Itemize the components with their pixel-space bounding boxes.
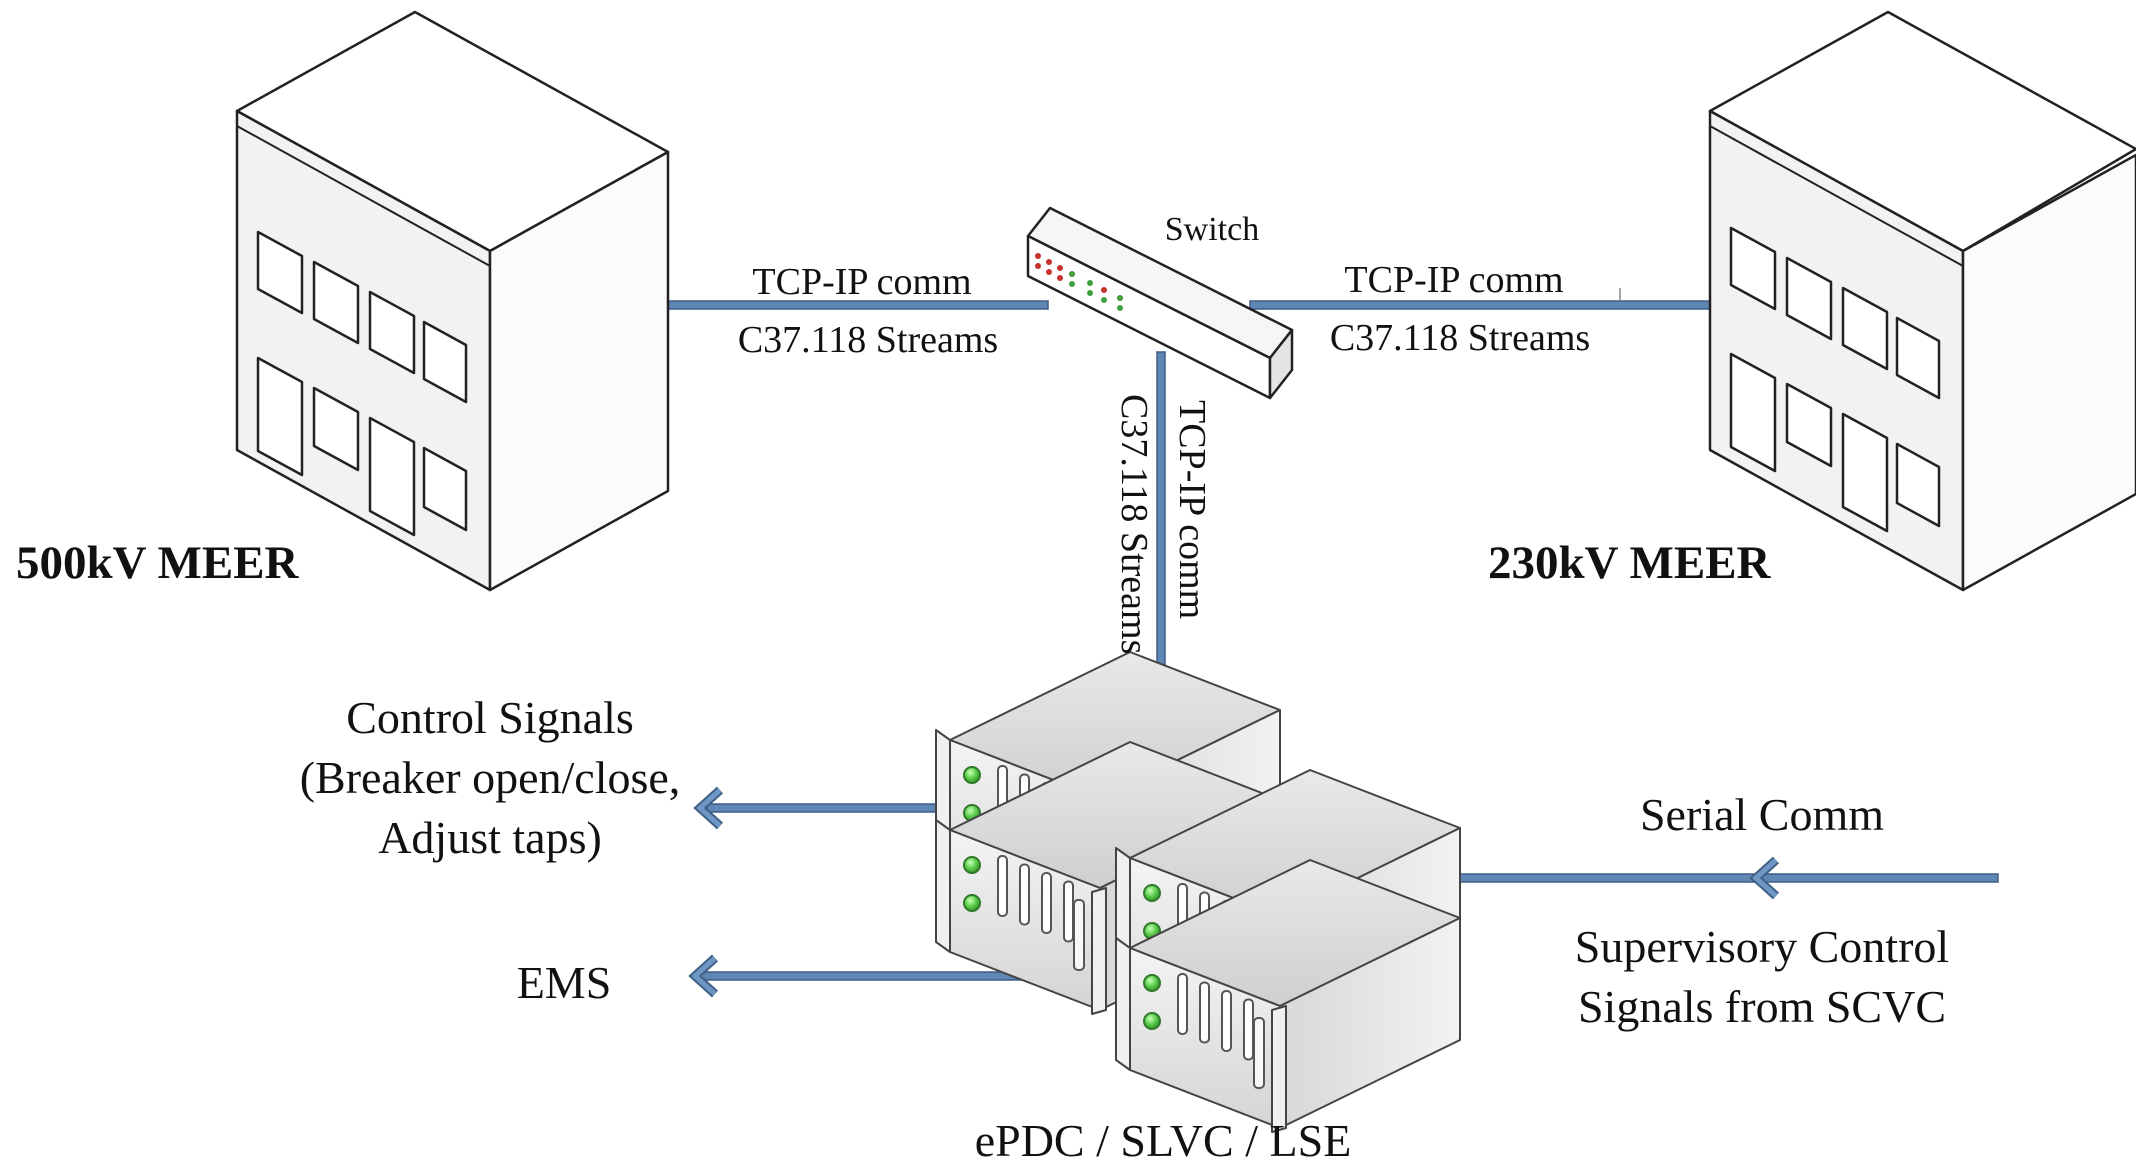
control-signals-line3: Adjust taps) <box>378 812 602 863</box>
substation-building-230kv <box>1708 10 2136 592</box>
link-vertical-protocol-label: TCP-IP comm <box>1171 400 1213 619</box>
control-signals-line2: (Breaker open/close, <box>300 752 681 803</box>
switch-label: Switch <box>1165 211 1259 248</box>
status-led <box>1143 1012 1161 1030</box>
building-left-label: 500kV MEER <box>16 537 300 589</box>
link-left-stream-label: C37.118 Streams <box>738 319 998 361</box>
supervisory-line2: Signals from SCVC <box>1578 981 1946 1032</box>
status-led <box>1143 884 1161 902</box>
status-led <box>963 894 981 912</box>
status-led <box>963 766 981 784</box>
building-right-label: 230kV MEER <box>1488 537 1772 589</box>
link-switch-to-server <box>1156 351 1166 715</box>
server-label: ePDC / SLVC / LSE <box>975 1115 1352 1164</box>
link-right-stream-label: C37.118 Streams <box>1330 317 1590 359</box>
status-led <box>963 856 981 874</box>
network-switch <box>1026 206 1294 400</box>
link-control-signals <box>693 786 946 830</box>
status-led <box>1143 974 1161 992</box>
link-right-protocol-label: TCP-IP comm <box>1344 259 1563 301</box>
link-serial-comm <box>1389 856 1999 900</box>
supervisory-line1: Supervisory Control <box>1575 921 1949 972</box>
server-rack-stack <box>935 651 1461 1133</box>
control-signals-line1: Control Signals <box>346 692 634 743</box>
serial-comm-label: Serial Comm <box>1640 789 1884 840</box>
ems-label: EMS <box>517 957 612 1008</box>
link-vertical-stream-label: C37.118 Streams <box>1113 394 1155 654</box>
server-unit <box>1115 859 1461 1133</box>
link-left-protocol-label: TCP-IP comm <box>752 261 971 303</box>
substation-building-500kv <box>235 10 670 592</box>
